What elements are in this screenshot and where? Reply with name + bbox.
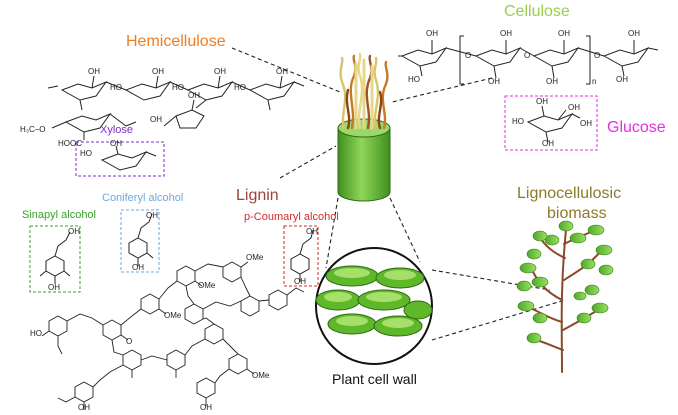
chem-label-oh: OH xyxy=(558,29,570,38)
chem-label-oh: OH xyxy=(78,403,90,412)
chem-label-oh: OH xyxy=(276,67,288,76)
hemicellulose-label: Hemicellulose xyxy=(126,33,226,50)
chem-label-oh: OH xyxy=(152,67,164,76)
glucose-structure xyxy=(526,105,581,143)
chem-label-oh: OH xyxy=(68,227,80,236)
chem-label-oh: OH xyxy=(294,277,306,286)
chem-label-oh: OH xyxy=(568,103,580,112)
chem-label-ho: HO xyxy=(234,83,246,92)
chem-label-oh: OH xyxy=(110,139,122,148)
chem-label-oh: OH xyxy=(200,403,212,412)
cell-wall-illustration xyxy=(315,247,433,365)
chem-label-cooc: HOOC xyxy=(58,139,82,148)
chem-label-oh: OH xyxy=(500,29,512,38)
xylose-box xyxy=(75,141,165,177)
chem-label-oh: OH xyxy=(628,29,640,38)
coumaryl-box xyxy=(283,225,319,287)
xylose-structure xyxy=(100,145,157,171)
chem-label-oh: OH xyxy=(48,283,60,292)
chem-label-n: n xyxy=(592,77,597,86)
chem-label-oh: OH xyxy=(88,67,100,76)
chem-label-o: O xyxy=(126,337,133,346)
glucose-label: Glucose xyxy=(607,119,666,136)
coniferyl-label: Coniferyl alcohol xyxy=(102,192,184,204)
chem-label-oh: OH xyxy=(306,227,318,236)
connector-lignin xyxy=(279,145,337,179)
connector-wall-left xyxy=(325,197,339,269)
connector-plant-bottom xyxy=(431,299,566,341)
chem-label-ho: HO xyxy=(80,149,92,158)
chem-label-ome: OMe xyxy=(246,253,264,262)
connector-cellulose xyxy=(391,77,493,103)
chem-label-oh: OH xyxy=(214,67,226,76)
chem-label-oh: OH xyxy=(616,75,628,84)
coumaryl-label: p-Coumaryl alcohol xyxy=(244,211,339,223)
chem-label-oh: OH xyxy=(488,77,500,86)
xylose-label: Xylose xyxy=(100,124,134,136)
biomass-label-line2: biomass xyxy=(547,205,607,222)
fiber-bundle xyxy=(337,52,391,202)
chem-label-o: O xyxy=(524,51,531,60)
chem-label-oh: OH xyxy=(426,29,438,38)
chem-label-ho: HO xyxy=(512,117,524,126)
chem-label-h3co: H₃C–O xyxy=(20,125,46,134)
chem-label-ho: HO xyxy=(408,75,420,84)
biomass-label-line1: Lignocellulosic xyxy=(517,185,622,202)
chem-label-ho: HO xyxy=(110,83,122,92)
monomer-structures xyxy=(39,213,314,284)
chem-label-ome: OMe xyxy=(198,281,216,290)
chem-label-o: O xyxy=(465,51,472,60)
connector-hemicellulose xyxy=(231,47,341,93)
chem-label-oh: OH xyxy=(546,77,558,86)
chem-label-o: O xyxy=(594,51,601,60)
chem-label-oh: OH xyxy=(150,115,162,124)
chem-label-ho: HO xyxy=(30,329,42,338)
lignin-polymer-structure xyxy=(41,261,305,410)
hemicellulose-structure xyxy=(47,75,305,140)
chem-label-oh: OH xyxy=(146,211,158,220)
chem-label-ome: OMe xyxy=(252,371,270,380)
connector-wall-right xyxy=(389,197,421,263)
chem-label-oh: OH xyxy=(536,97,548,106)
plant-illustration xyxy=(516,220,614,373)
cellulose-label: Cellulose xyxy=(504,3,570,20)
sinapyl-label: Sinapyl alcohol xyxy=(22,209,96,221)
lignin-label: Lignin xyxy=(236,187,279,204)
sinapyl-box xyxy=(29,225,81,293)
chem-label-oh: OH xyxy=(188,91,200,100)
chem-label-oh: OH xyxy=(542,139,554,148)
cell-wall-label: Plant cell wall xyxy=(332,371,417,387)
chem-label-oh: OH xyxy=(132,263,144,272)
chem-label-oh: OH xyxy=(580,119,592,128)
chem-label-ho: HO xyxy=(172,83,184,92)
cellulose-structure xyxy=(398,35,659,85)
glucose-box xyxy=(504,95,598,151)
chem-label-ome: OMe xyxy=(164,311,182,320)
